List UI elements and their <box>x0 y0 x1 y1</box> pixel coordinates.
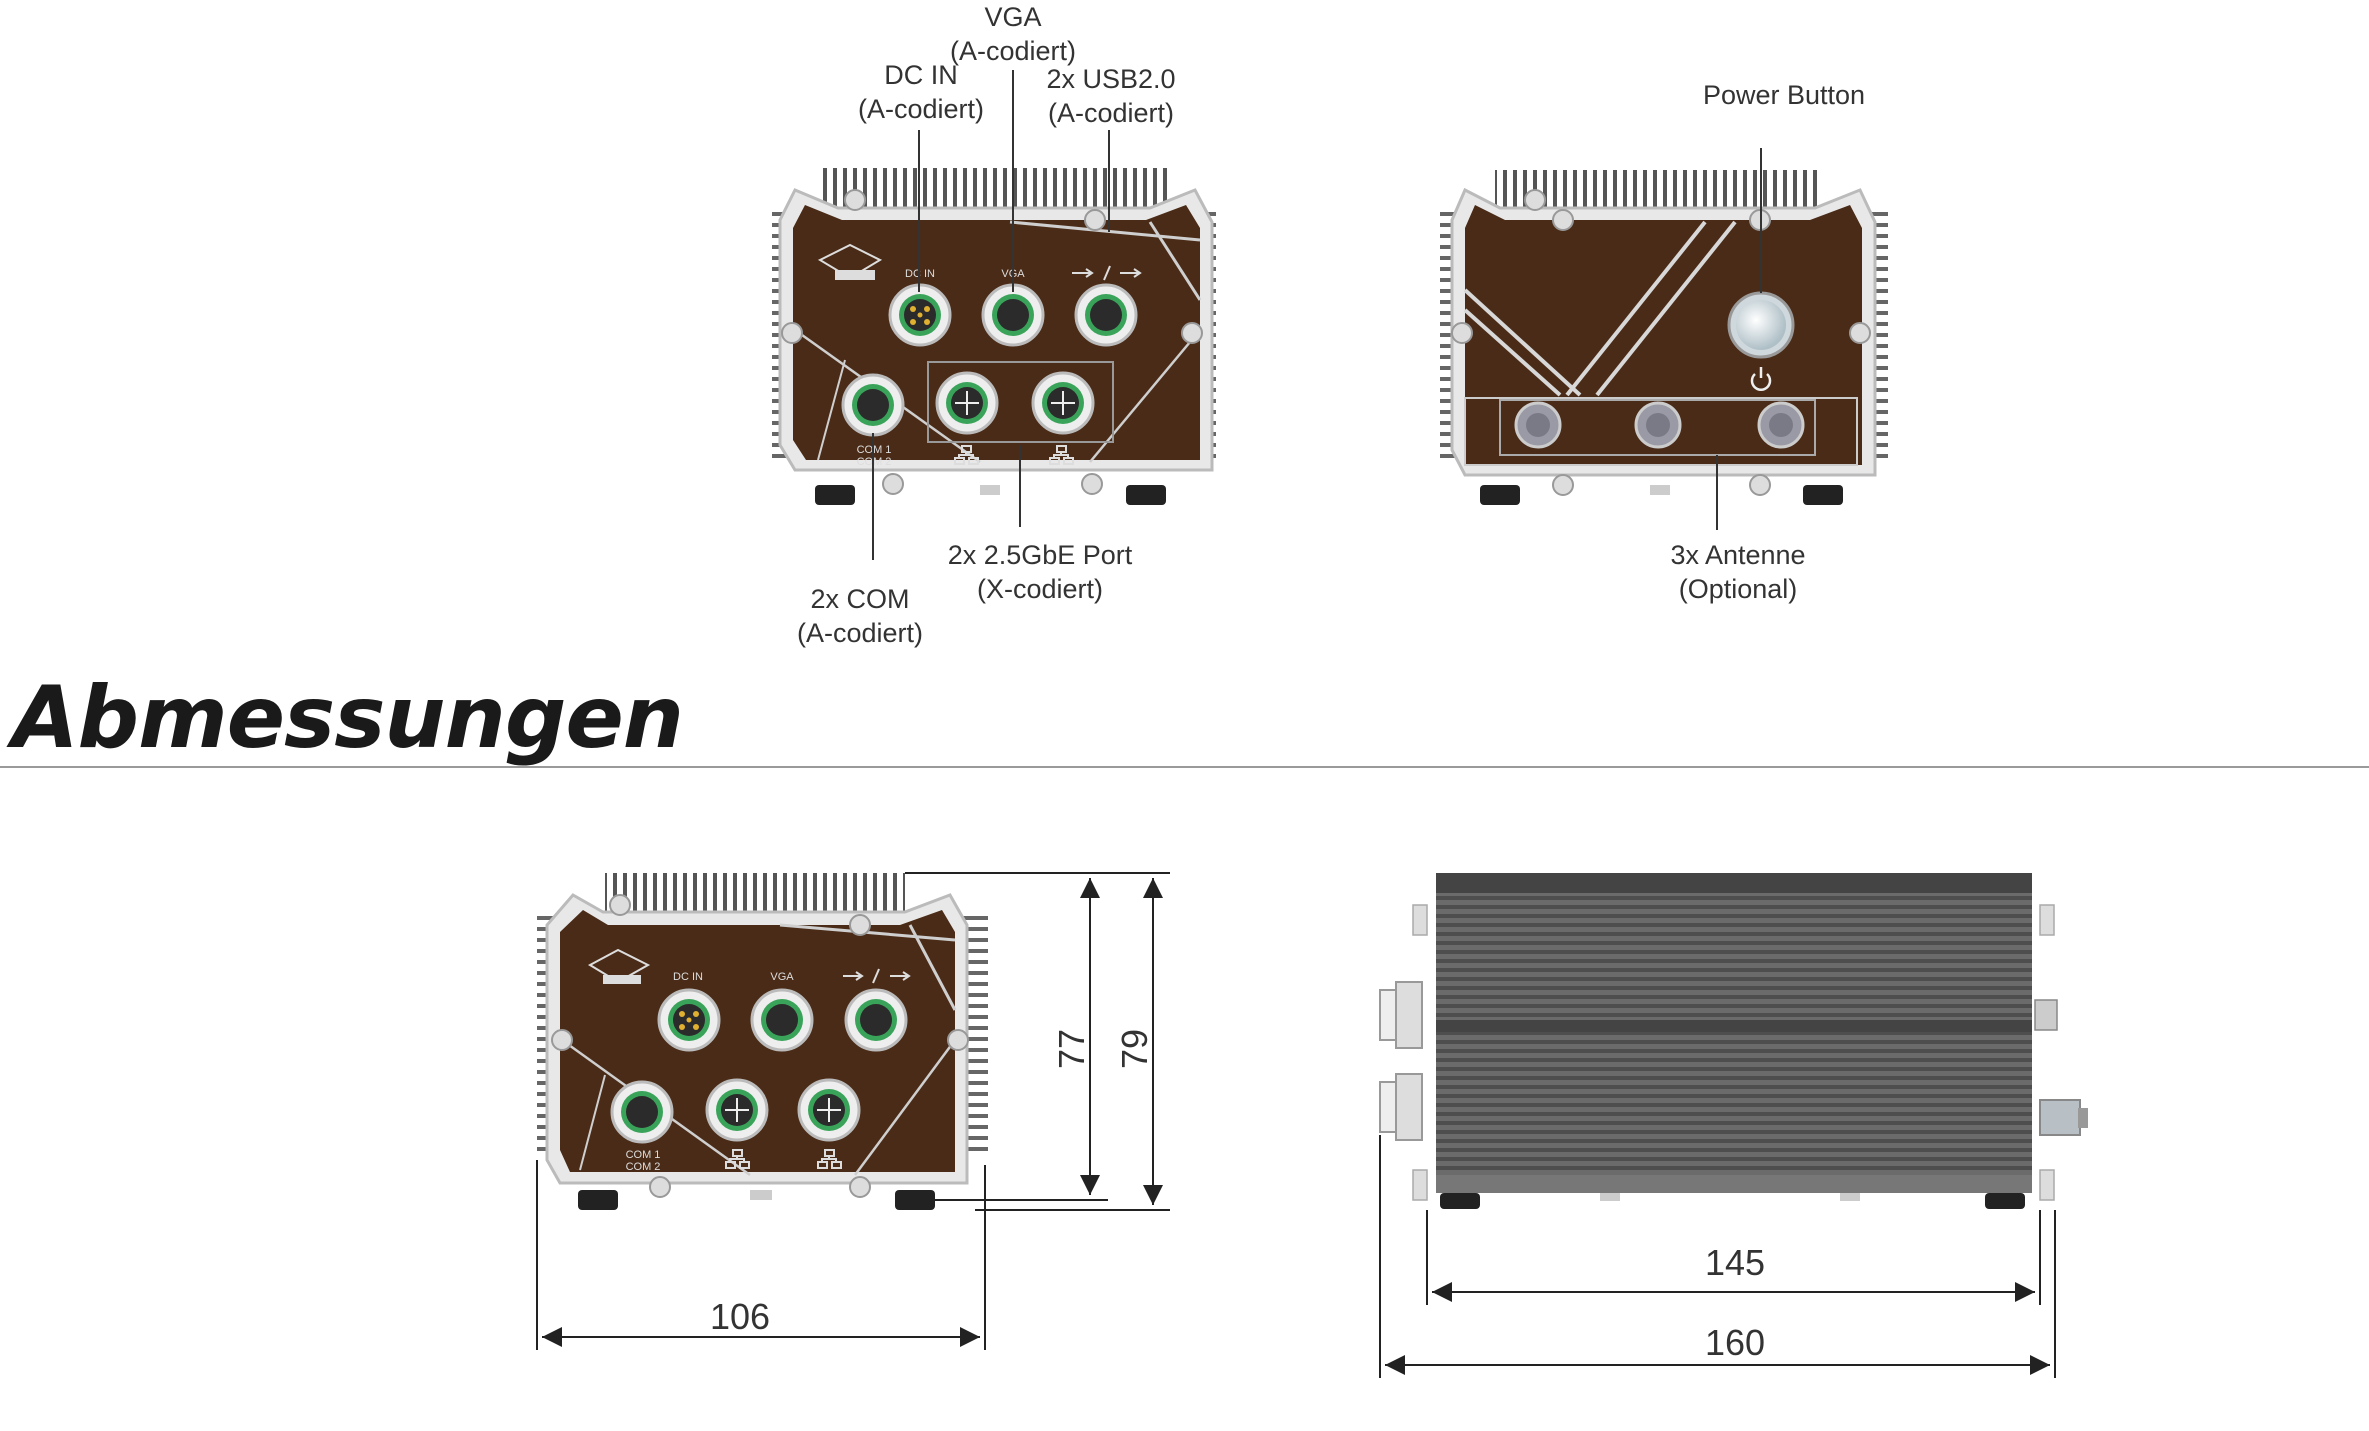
dimension-width: 106 <box>710 1296 771 1337</box>
section-heading: Abmessungen <box>12 668 684 768</box>
network-icon <box>1049 445 1074 465</box>
com-connector <box>841 373 905 437</box>
callout-power-button: Power Button <box>1684 78 1884 112</box>
dc-in-connector <box>657 988 721 1052</box>
lan-connector-1 <box>935 371 999 435</box>
callout-dc-in-coding: (A-codiert) <box>857 94 985 124</box>
callout-antenna: 3x Antenne (Optional) <box>1638 538 1838 606</box>
antenna-group-frame <box>1499 399 1816 456</box>
dimension-height-outer: 79 <box>1114 1028 1156 1070</box>
side-view-device <box>1379 873 2088 1209</box>
lan-connector-2 <box>797 1078 861 1142</box>
foot <box>815 485 855 505</box>
foot <box>1803 485 1843 505</box>
side-body <box>1436 873 2032 1193</box>
foot <box>1480 485 1520 505</box>
callout-usb-coding: (A-codiert) <box>1047 98 1175 128</box>
foot <box>578 1190 618 1210</box>
callout-vga-coding: (A-codiert) <box>949 36 1077 66</box>
callout-lan: 2x 2.5GbE Port (X-codiert) <box>940 538 1140 606</box>
brand-logo <box>817 243 883 280</box>
dc-in-connector <box>888 283 952 347</box>
rear-callout-lines <box>1716 148 1762 530</box>
network-icon <box>954 445 979 465</box>
panel-label-vga: VGA <box>770 971 794 983</box>
panel-label-dc-in: DC IN <box>905 268 935 280</box>
lan-connector-2 <box>1031 371 1095 435</box>
power-button <box>1727 291 1795 359</box>
front-view-device: DC IN VGA COM 1 COM 2 <box>772 168 1216 505</box>
bottom-stub <box>1600 1193 1620 1201</box>
foot <box>1440 1193 1480 1209</box>
front-callout-lines <box>872 70 1110 560</box>
dimension-height-inner: 77 <box>1051 1028 1093 1070</box>
network-icon <box>725 1149 750 1169</box>
callout-com-coding: (A-codiert) <box>796 618 924 648</box>
callout-lan-name: 2x 2.5GbE Port <box>947 540 1133 570</box>
panel-label-dc-in: DC IN <box>673 971 703 983</box>
usb-icon <box>1072 265 1142 281</box>
brand-logo <box>587 948 651 984</box>
callout-vga: VGA (A-codiert) <box>938 0 1088 68</box>
dimension-length-inner: 145 <box>1705 1242 1766 1283</box>
callout-vga-name: VGA <box>984 2 1042 32</box>
antenna-connector <box>1514 401 1562 449</box>
side-connector <box>1379 981 1423 1049</box>
callout-dc-in: DC IN (A-codiert) <box>846 58 996 126</box>
callout-dc-in-name: DC IN <box>884 60 958 90</box>
antenna-connector <box>1757 401 1805 449</box>
callout-antenna-name: 3x Antenne <box>1670 540 1806 570</box>
foot <box>1126 485 1166 505</box>
rear-view-device <box>1440 170 1888 505</box>
callout-com-name: 2x COM <box>810 584 910 614</box>
dimension-length-outer: 160 <box>1705 1322 1766 1363</box>
usb-connector <box>844 988 908 1052</box>
callout-usb: 2x USB2.0 (A-codiert) <box>1036 62 1186 130</box>
network-icon <box>817 1149 842 1169</box>
callout-lan-coding: (X-codiert) <box>976 574 1104 604</box>
callout-usb-name: 2x USB2.0 <box>1046 64 1176 94</box>
dimension-lines-side <box>1379 1135 2056 1378</box>
bottom-stub <box>1650 485 1670 495</box>
power-icon <box>1750 367 1772 391</box>
lan-connector-1 <box>705 1078 769 1142</box>
bottom-stub <box>980 485 1000 495</box>
panel-label-com1: COM 1 <box>626 1149 661 1161</box>
callout-com: 2x COM (A-codiert) <box>785 582 935 650</box>
usb-connector <box>1074 283 1138 347</box>
antenna-connector <box>1634 401 1682 449</box>
vga-connector <box>750 988 814 1052</box>
top-heatsink-fins <box>818 168 1168 213</box>
usb-icon <box>843 968 911 984</box>
foot <box>1985 1193 2025 1209</box>
side-connector <box>1379 1073 1423 1141</box>
bottom-stub <box>1840 1193 1860 1201</box>
lan-group-frame <box>927 361 1114 443</box>
com-connector <box>610 1080 674 1144</box>
side-antenna-connector <box>2034 999 2088 1136</box>
bottom-stub <box>750 1190 772 1200</box>
vga-connector <box>981 283 1045 347</box>
dimension-front-device: DC IN VGA COM 1 COM 2 <box>537 873 988 1210</box>
callout-power-name: Power Button <box>1702 80 1866 110</box>
panel-label-com2: COM 2 <box>626 1161 661 1173</box>
section-divider <box>0 766 2369 768</box>
dimension-lines-front <box>536 872 1170 1350</box>
callout-antenna-coding: (Optional) <box>1678 574 1798 604</box>
